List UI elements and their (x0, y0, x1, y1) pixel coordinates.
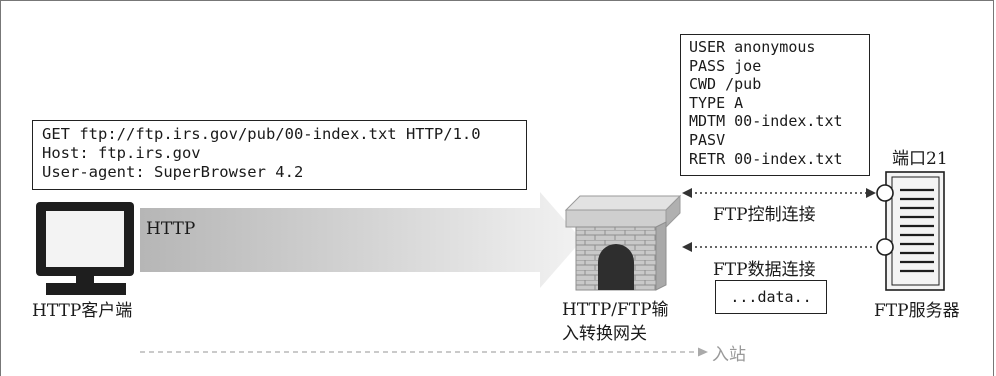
data-payload-box: ...data.. (715, 280, 827, 314)
inbound-label: 入站 (712, 345, 746, 365)
ftp-data-connection-label: FTP数据连接 (713, 260, 816, 280)
ftp-command-box: USER anonymous PASS joe CWD /pub TYPE A … (680, 34, 870, 176)
ftp-command-line: RETR 00-index.txt (689, 149, 843, 168)
http-flow-arrow (140, 192, 582, 288)
ftp-command-line: CWD /pub (689, 75, 762, 94)
request-line: GET ftp://ftp.irs.gov/pub/00-index.txt H… (42, 125, 481, 143)
ftp-control-connection-label: FTP控制连接 (713, 205, 816, 225)
gateway-label-line2: 入转换网关 (562, 324, 647, 344)
gateway-arch-icon (564, 194, 682, 291)
inbound-direction-arrow (140, 347, 708, 357)
gateway-label-line1: HTTP/FTP输 (562, 300, 669, 320)
request-host-line: Host: ftp.irs.gov (42, 144, 201, 162)
port-label: 端口21 (892, 149, 948, 169)
data-payload-text: ...data.. (730, 288, 812, 306)
ftp-command-line: MDTM 00-index.txt (689, 112, 843, 131)
client-label: HTTP客户端 (32, 301, 133, 321)
ftp-command-line: PASV (689, 130, 726, 149)
ftp-command-line: PASS joe (689, 56, 762, 75)
ftp-command-line: USER anonymous (689, 38, 816, 56)
ftp-command-line: TYPE A (689, 93, 744, 112)
http-protocol-label: HTTP (146, 219, 196, 239)
ftp-server-icon (876, 171, 945, 291)
gateway-label: HTTP/FTP输 入转换网关 (562, 298, 669, 346)
ftp-server-label: FTP服务器 (874, 301, 960, 321)
http-request-box: GET ftp://ftp.irs.gov/pub/00-index.txt H… (32, 120, 527, 190)
ftp-control-connection-arrow (682, 188, 876, 198)
request-user-agent-line: User-agent: SuperBrowser 4.2 (42, 163, 304, 181)
ftp-data-connection-arrow (682, 242, 874, 252)
client-computer-icon (36, 202, 134, 295)
